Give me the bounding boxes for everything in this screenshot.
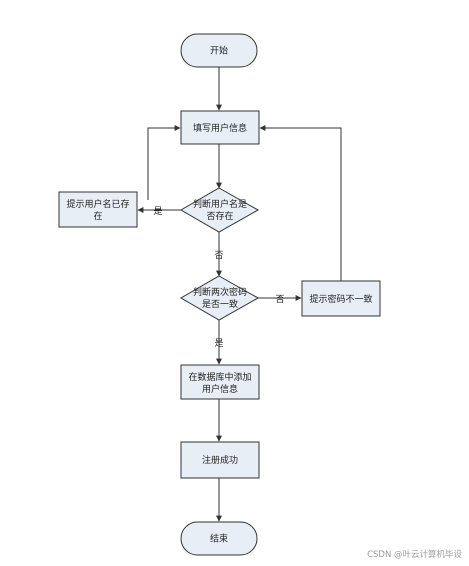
add-to-db-line2: 用户信息 — [202, 383, 238, 395]
add-to-db-line1: 在数据库中添加 — [188, 371, 251, 383]
check-password-label-line1: 判断两次密码 — [193, 286, 247, 298]
check-password-label-line2: 是否一致 — [202, 298, 238, 310]
check-password-decision — [180, 275, 260, 321]
end-terminator — [180, 521, 258, 556]
edge-prompt-back-to-fill — [147, 125, 181, 200]
check-username-label-line2: 否存在 — [206, 210, 233, 222]
register-success-label: 注册成功 — [202, 454, 238, 466]
edge-label-no-password: 否 — [275, 294, 284, 305]
edge-mismatch-back-to-fill — [259, 125, 342, 281]
fill-user-info-label: 填写用户信息 — [193, 122, 247, 134]
check-username-decision — [180, 187, 260, 233]
start-terminator — [180, 33, 258, 68]
prompt-password-mismatch-label: 提示密码不一致 — [309, 293, 372, 305]
start-label: 开始 — [210, 45, 228, 57]
fill-user-info-box — [180, 110, 260, 145]
check-username-label-line1: 判断用户名是 — [193, 198, 247, 210]
prompt-username-exists-box — [58, 191, 138, 228]
prompt-username-exists-line1: 提示用户名已存 — [66, 198, 129, 210]
edge-label-yes-password: 是 — [214, 338, 223, 349]
register-success-box — [180, 441, 260, 479]
watermark-text: CSDN @叶云计算机毕设 — [367, 549, 462, 560]
end-label: 结束 — [210, 533, 228, 545]
edge-label-yes-username: 是 — [153, 206, 162, 217]
add-to-db-box — [180, 364, 260, 400]
prompt-password-mismatch-box — [301, 280, 381, 317]
edge-label-no-username: 否 — [214, 250, 223, 261]
prompt-username-exists-line2: 在 — [93, 210, 102, 222]
